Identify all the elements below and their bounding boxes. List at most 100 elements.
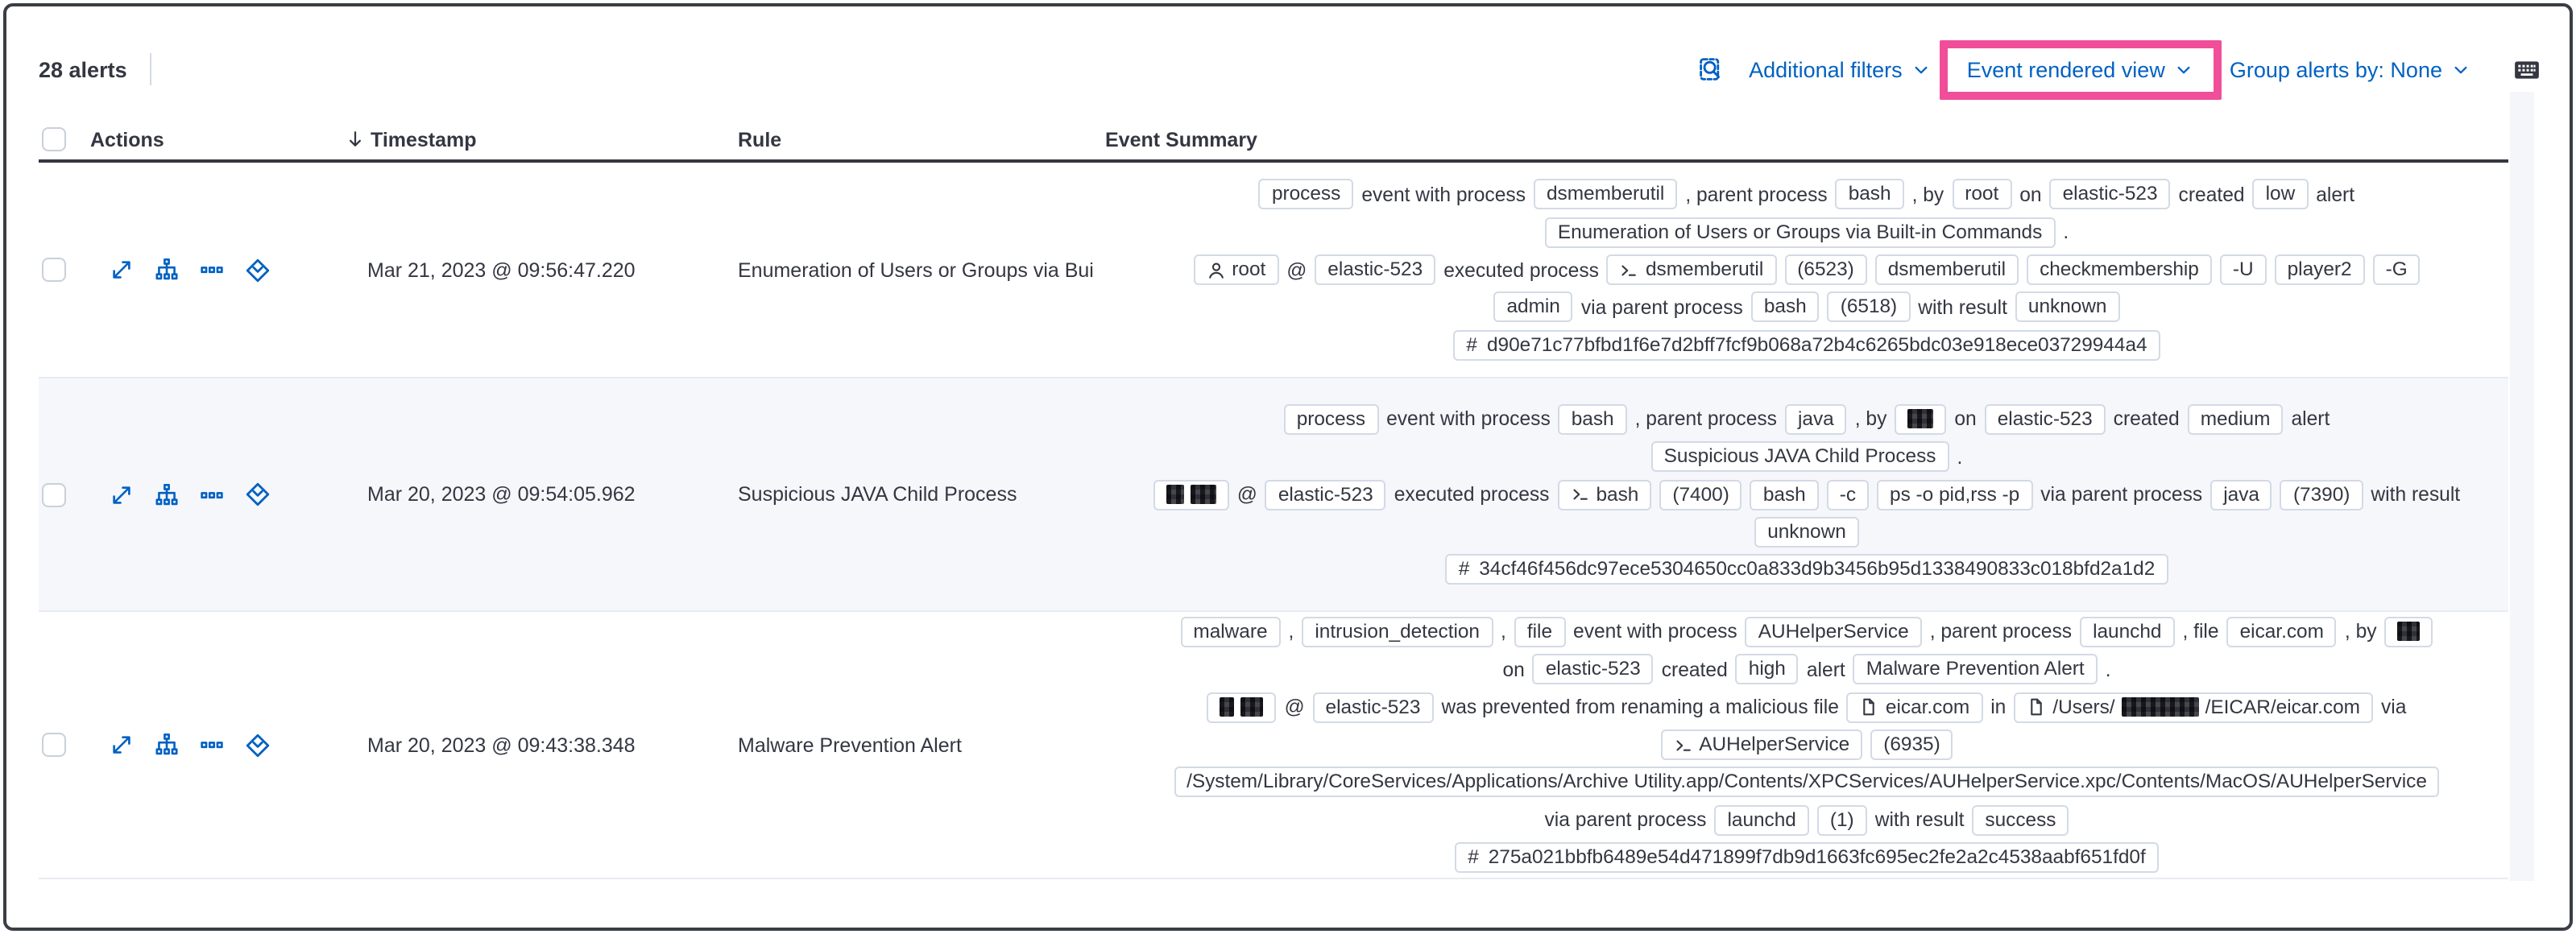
field-badge[interactable]: process [1258,179,1354,210]
field-badge[interactable]: launchd [1714,804,1809,836]
column-header-timestamp[interactable]: Timestamp [371,128,477,151]
field-badge[interactable]: /System/Library/CoreServices/Application… [1174,767,2440,798]
field-badge[interactable]: Enumeration of Users or Groups via Built… [1544,217,2056,248]
field-badge[interactable]: intrusion_detection [1302,616,1493,647]
field-badge[interactable]: #34cf46f456dc97ece5304650cc0a833d9b3456b… [1445,554,2168,585]
field-badge[interactable]: bash [1558,403,1627,435]
open-session-view-icon[interactable] [245,257,271,283]
field-badge[interactable]: dsmemberutil [1874,254,2019,285]
field-badge[interactable] [1207,692,1277,723]
analyze-event-icon[interactable] [155,482,179,506]
open-alert-details-icon[interactable] [110,482,134,506]
field-badge[interactable]: bash [1750,479,1819,510]
summary-text: executed process [1394,483,1550,506]
field-badge[interactable]: /Users//EICAR/eicar.com [2014,692,2373,723]
field-badge[interactable]: (6935) [1870,729,1953,760]
timestamp-cell: Mar 20, 2023 @ 09:54:05.962 [367,483,636,506]
field-badge[interactable]: medium [2187,403,2284,435]
field-badge[interactable]: success [1972,804,2069,836]
field-badge[interactable]: checkmembership [2027,254,2212,285]
open-session-view-icon[interactable] [245,481,271,507]
field-badge[interactable]: file [1514,616,1566,647]
field-badge[interactable]: eicar.com [1846,692,1983,723]
field-badge[interactable]: elastic-523 [1315,254,1436,285]
additional-filters-button[interactable]: Additional filters [1749,57,1932,81]
vertical-scrollbar[interactable] [2510,92,2534,881]
field-badge[interactable]: Suspicious JAVA Child Process [1650,441,1949,473]
field-badge[interactable]: malware [1180,616,1281,647]
row-checkbox[interactable] [42,258,66,282]
field-badge[interactable]: bash [1557,479,1652,510]
field-badge[interactable]: (7400) [1659,479,1742,510]
row-checkbox[interactable] [42,482,66,506]
group-alerts-by-button[interactable]: Group alerts by: None [2230,57,2471,81]
highlight-annotation-box: Event rendered view [1939,39,2222,99]
field-badge[interactable]: dsmemberutil [1534,179,1678,210]
open-session-view-icon[interactable] [245,732,271,758]
field-badge[interactable]: root [1952,179,2012,210]
field-badge[interactable]: unknown [2015,291,2120,323]
analyze-event-icon[interactable] [155,733,179,757]
summary-text: @ [1236,483,1257,506]
more-actions-icon[interactable] [200,733,224,757]
field-badge[interactable]: #275a021bbfb6489e54d471899f7db9d1663fc69… [1455,842,2159,874]
field-badge[interactable]: (6518) [1827,291,1911,323]
field-badge[interactable]: -U [2219,254,2267,285]
summary-line: unknown [1105,516,2508,548]
field-badge[interactable]: low [2252,179,2309,210]
field-badge[interactable]: eicar.com [2226,616,2337,647]
field-badge[interactable]: java [1785,403,1847,435]
analyze-event-icon[interactable] [155,258,179,282]
field-badge[interactable]: (6523) [1784,254,1867,285]
summary-text: created [2113,407,2180,431]
more-actions-icon[interactable] [200,258,224,282]
summary-text: . [2063,221,2069,244]
field-badge[interactable]: elastic-523 [1312,692,1434,723]
field-badge[interactable] [2384,616,2433,647]
field-badge[interactable]: AUHelperService [1745,616,1922,647]
field-badge[interactable]: (7390) [2280,479,2363,510]
summary-text: , [1288,620,1294,643]
field-badge[interactable]: player2 [2274,254,2365,285]
rule-cell[interactable]: Malware Prevention Alert [738,734,962,756]
field-badge[interactable]: launchd [2080,616,2175,647]
field-badge[interactable]: high [1735,654,1799,685]
rule-cell[interactable]: Enumeration of Users or Groups via Bui [738,258,1094,281]
open-alert-details-icon[interactable] [110,733,134,757]
field-badge[interactable]: AUHelperService [1660,729,1863,760]
summary-text: was prevented from renaming a malicious … [1441,696,1839,719]
open-alert-details-icon[interactable] [110,258,134,282]
event-rendered-view-selector[interactable]: Event rendered view [1967,57,2194,81]
field-badge[interactable]: bash [1835,179,1904,210]
field-badge[interactable]: Malware Prevention Alert [1853,654,2098,685]
field-badge[interactable]: (1) [1816,804,1867,836]
field-badge[interactable]: elastic-523 [2049,179,2171,210]
field-badge[interactable]: elastic-523 [1532,654,1654,685]
field-badge[interactable]: admin [1493,291,1573,323]
field-badge[interactable]: dsmemberutil [1606,254,1777,285]
inspect-icon[interactable] [1697,56,1723,82]
column-header-rule[interactable]: Rule [738,128,782,151]
rule-cell[interactable]: Suspicious JAVA Child Process [738,483,1017,506]
row-checkbox[interactable] [42,733,66,757]
field-badge[interactable]: ps -o pid,rss -p [1877,479,2033,510]
field-badge[interactable]: root [1193,254,1279,285]
field-badge[interactable]: java [2210,479,2272,510]
keyboard-shortcuts-icon[interactable] [2513,56,2541,83]
field-badge[interactable]: elastic-523 [1265,479,1386,510]
field-badge[interactable] [1895,403,1947,435]
field-badge[interactable]: bash [1750,291,1820,323]
field-badge[interactable]: unknown [1754,516,1859,548]
field-badge[interactable]: #d90e71c77bfbd1f6e7d2bff7fcf9b068a72b4c6… [1453,329,2160,361]
summary-text: executed process [1443,258,1599,281]
select-all-checkbox[interactable] [42,127,66,151]
summary-text: @ [1286,258,1307,281]
more-actions-icon[interactable] [200,482,224,506]
field-badge[interactable]: elastic-523 [1984,403,2106,435]
field-badge[interactable]: -G [2372,254,2421,285]
field-badge[interactable]: process [1283,403,1379,435]
field-badge[interactable]: -c [1826,479,1870,510]
summary-text: on [1502,658,1525,681]
field-badge[interactable] [1153,479,1229,510]
